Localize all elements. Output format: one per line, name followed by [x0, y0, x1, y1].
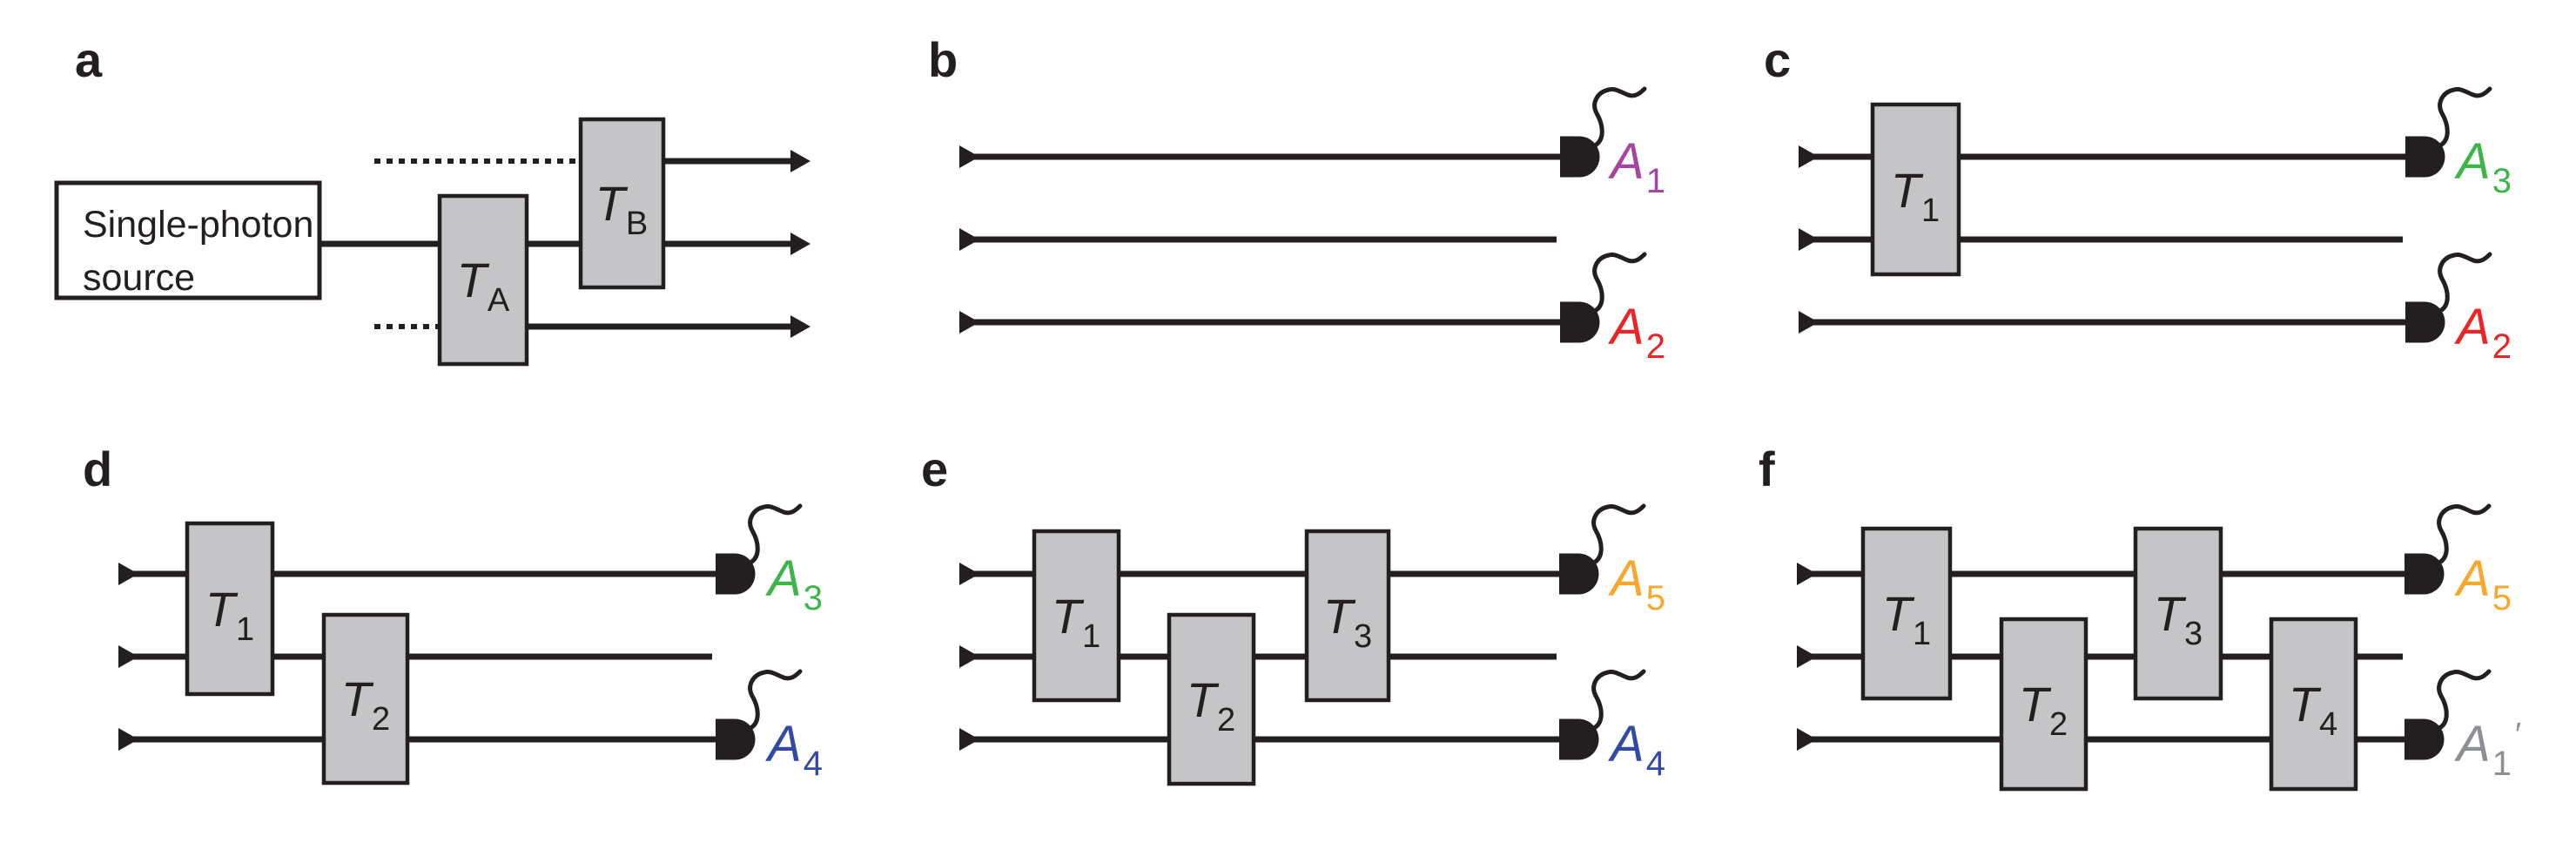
input-arrowhead-icon: [959, 145, 979, 168]
coupler-label-t1: T1: [1891, 163, 1940, 229]
detector-label-a3: A3: [765, 550, 823, 617]
input-arrowhead-icon: [118, 563, 138, 585]
detector-label-a5: A5: [2454, 550, 2512, 617]
panel-b: b A1 A2: [928, 32, 1665, 366]
detector-label-a1-prime: A1′: [2454, 716, 2521, 783]
detector-label-a3: A3: [2454, 133, 2512, 200]
input-arrowhead-icon: [959, 228, 979, 251]
input-arrowhead-icon: [1799, 228, 1819, 251]
coupler-box-t4: [2269, 617, 2358, 792]
coupler-box-t1: [1860, 526, 1953, 701]
coupler-box-t2: [1999, 617, 2088, 792]
coupler-box-t1: [1032, 529, 1121, 703]
coupler-box-tb: [578, 117, 666, 290]
panel-label-c: c: [1764, 32, 1791, 87]
coupler-box-t2: [1167, 612, 1256, 786]
input-arrowhead-icon: [959, 645, 979, 668]
source-box-label-line1: Single-photon: [83, 204, 313, 246]
coupler-label-t2: T2: [1187, 672, 1235, 738]
output-arrowhead-icon: [790, 150, 810, 172]
input-arrowhead-icon: [959, 563, 979, 585]
input-arrowhead-icon: [959, 728, 979, 751]
coupler-label-ta: TA: [457, 253, 510, 319]
input-arrowhead-icon: [1799, 311, 1819, 334]
coupler-box-t1: [185, 521, 275, 697]
coupler-box-t3: [2133, 526, 2223, 701]
panel-f: f T1 T2 T3 T4 A5 A1′: [1759, 442, 2521, 792]
detector-label-a1: A1: [1608, 133, 1665, 200]
coupler-label-t2: T2: [341, 671, 390, 738]
coupler-label-t3: T3: [1323, 589, 1372, 655]
panel-label-d: d: [83, 442, 112, 496]
input-arrowhead-icon: [959, 311, 979, 334]
panel-label-a: a: [75, 32, 103, 87]
panel-label-b: b: [928, 32, 958, 87]
coupler-label-t3: T3: [2154, 586, 2203, 652]
panel-d: d T1 T2 A3 A4: [83, 442, 823, 786]
detector-label-a2: A2: [2454, 299, 2512, 366]
single-photon-source-box: [54, 180, 322, 300]
input-arrowhead-icon: [118, 728, 138, 751]
coupler-label-t1: T1: [1052, 589, 1100, 655]
panel-c: c T1 A3 A2: [1764, 32, 2512, 366]
coupler-label-t2: T2: [2019, 677, 2068, 743]
output-arrowhead-icon: [790, 233, 810, 255]
panel-e: e T1 T2 T3 A5 A4: [921, 442, 1665, 786]
panel-a: a Single-photon source TA TB: [54, 32, 810, 367]
coupler-label-t1: T1: [1882, 586, 1931, 652]
panel-label-e: e: [921, 442, 948, 496]
input-arrowhead-icon: [1797, 645, 1817, 668]
input-arrowhead-icon: [1797, 728, 1817, 751]
panel-label-f: f: [1759, 442, 1775, 496]
input-arrowhead-icon: [1799, 145, 1819, 168]
coupler-box-t2: [321, 612, 410, 786]
detector-label-a4: A4: [1608, 716, 1665, 783]
source-box-label-line2: source: [83, 257, 195, 299]
input-arrowhead-icon: [1797, 563, 1817, 585]
detector-label-a4: A4: [765, 716, 823, 783]
coupler-label-tb: TB: [595, 176, 649, 242]
coupler-box-t1: [1870, 102, 1961, 277]
coupler-box-t3: [1304, 529, 1391, 703]
detector-label-a2: A2: [1608, 299, 1665, 366]
coupler-box-ta: [437, 193, 529, 367]
coupler-label-t1: T1: [205, 582, 254, 648]
input-arrowhead-icon: [118, 645, 138, 668]
detector-label-a5: A5: [1608, 550, 1665, 617]
coupler-label-t4: T4: [2289, 677, 2337, 743]
output-arrowhead-icon: [790, 315, 810, 338]
